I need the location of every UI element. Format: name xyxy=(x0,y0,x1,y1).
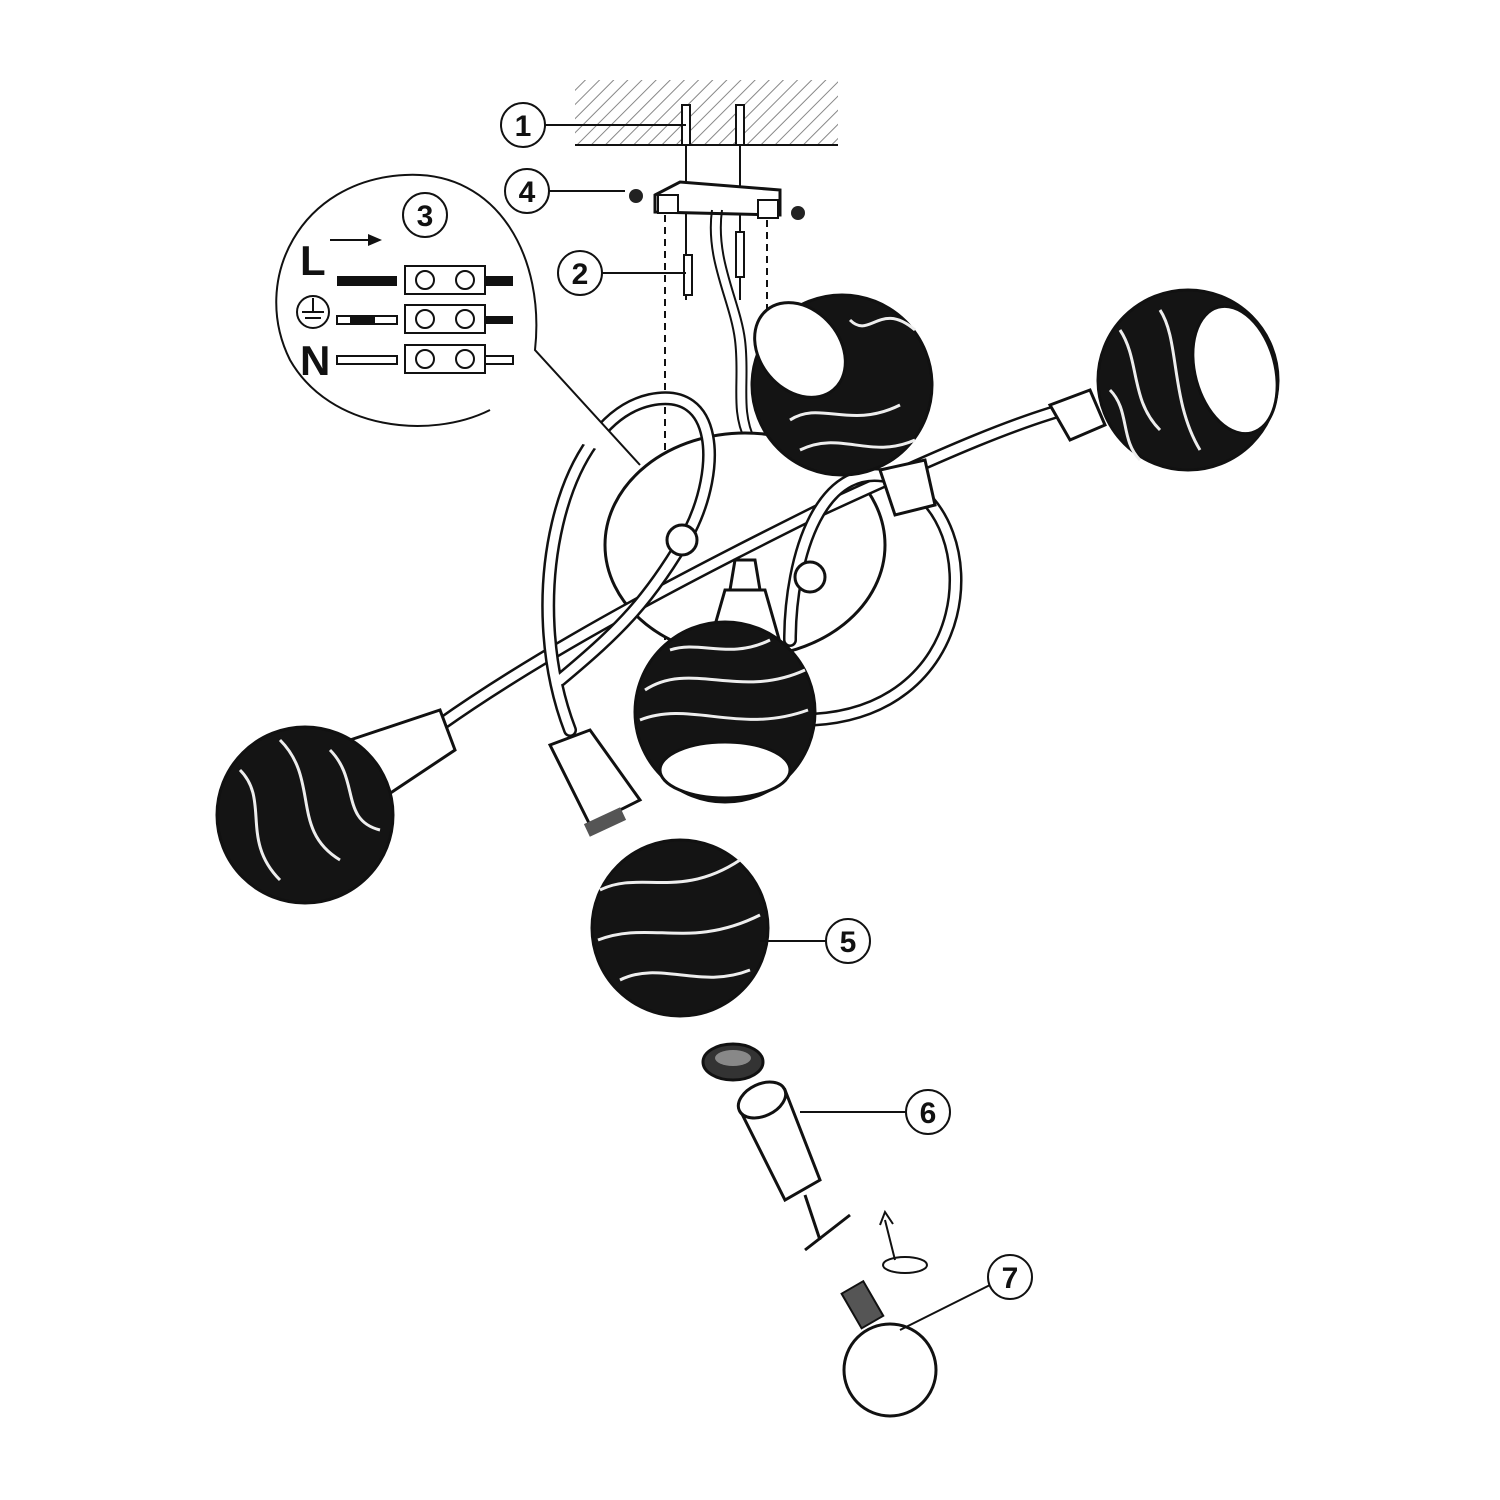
globe-left xyxy=(215,725,395,905)
lamp-socket xyxy=(701,1042,851,1252)
callout-7: 7 xyxy=(899,1254,1033,1331)
svg-text:4: 4 xyxy=(519,176,536,209)
svg-text:7: 7 xyxy=(1002,1262,1019,1295)
bulb xyxy=(840,1279,938,1418)
globe-top xyxy=(750,293,934,477)
svg-text:5: 5 xyxy=(840,926,857,959)
terminal-block xyxy=(336,265,514,374)
globe-right xyxy=(1096,288,1280,472)
wiring-inset: L N xyxy=(275,173,641,466)
callout-1: 1 xyxy=(500,102,686,148)
callout-5: 5 xyxy=(760,918,871,964)
svg-text:6: 6 xyxy=(920,1097,937,1130)
live-label: L xyxy=(300,237,326,284)
callout-6: 6 xyxy=(800,1089,951,1135)
earth-ground-icon xyxy=(296,295,330,329)
svg-text:3: 3 xyxy=(417,200,434,233)
mounting-bracket xyxy=(629,180,805,220)
globe-center xyxy=(633,620,817,804)
mounting-screws xyxy=(683,209,756,441)
glass-shade xyxy=(590,838,770,1018)
lamp-arms xyxy=(347,388,1107,837)
callout-2: 2 xyxy=(557,250,686,296)
rotation-arrow-icon xyxy=(879,1209,928,1274)
ceiling xyxy=(575,80,838,146)
callout-3: 3 xyxy=(402,192,448,238)
neutral-label: N xyxy=(300,337,330,384)
svg-text:1: 1 xyxy=(515,110,532,143)
svg-text:2: 2 xyxy=(572,258,589,291)
callout-4: 4 xyxy=(504,168,625,214)
